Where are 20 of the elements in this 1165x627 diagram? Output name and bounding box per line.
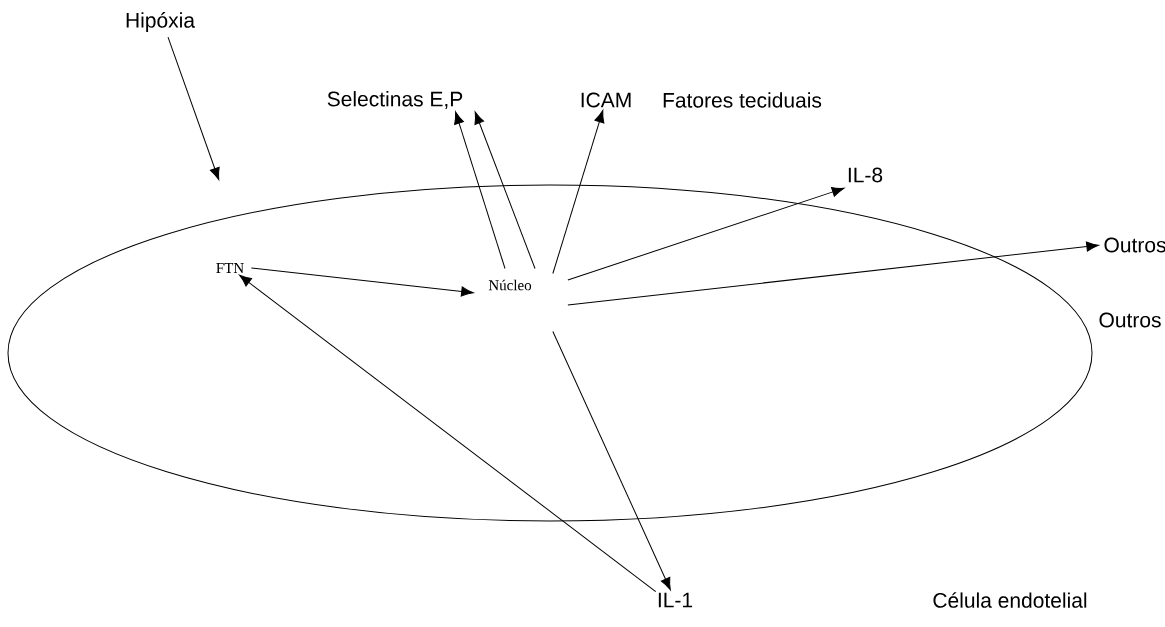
arrow	[454, 111, 506, 269]
cell-caption: Célula endotelial	[933, 592, 1087, 608]
node-label: IL-1	[658, 592, 693, 608]
arrow	[567, 187, 845, 281]
text-label: Outros	[1099, 312, 1161, 328]
node-label: Núcleo	[488, 279, 532, 291]
arrow	[250, 267, 474, 297]
node-label: Hipóxia	[126, 12, 195, 32]
text-label: Fatores teciduais	[663, 92, 822, 108]
node-label: Selectinas E,P	[327, 91, 463, 109]
node-label: ICAM	[581, 92, 631, 108]
node-label: IL-8	[848, 167, 883, 183]
arrow	[567, 241, 1099, 306]
arrow	[167, 36, 220, 181]
node-label: Outros	[1104, 237, 1165, 253]
arrow	[239, 274, 657, 593]
arrow	[552, 331, 671, 591]
node-label: FTN	[216, 263, 244, 273]
arrow	[552, 110, 605, 274]
arrow	[474, 111, 536, 269]
